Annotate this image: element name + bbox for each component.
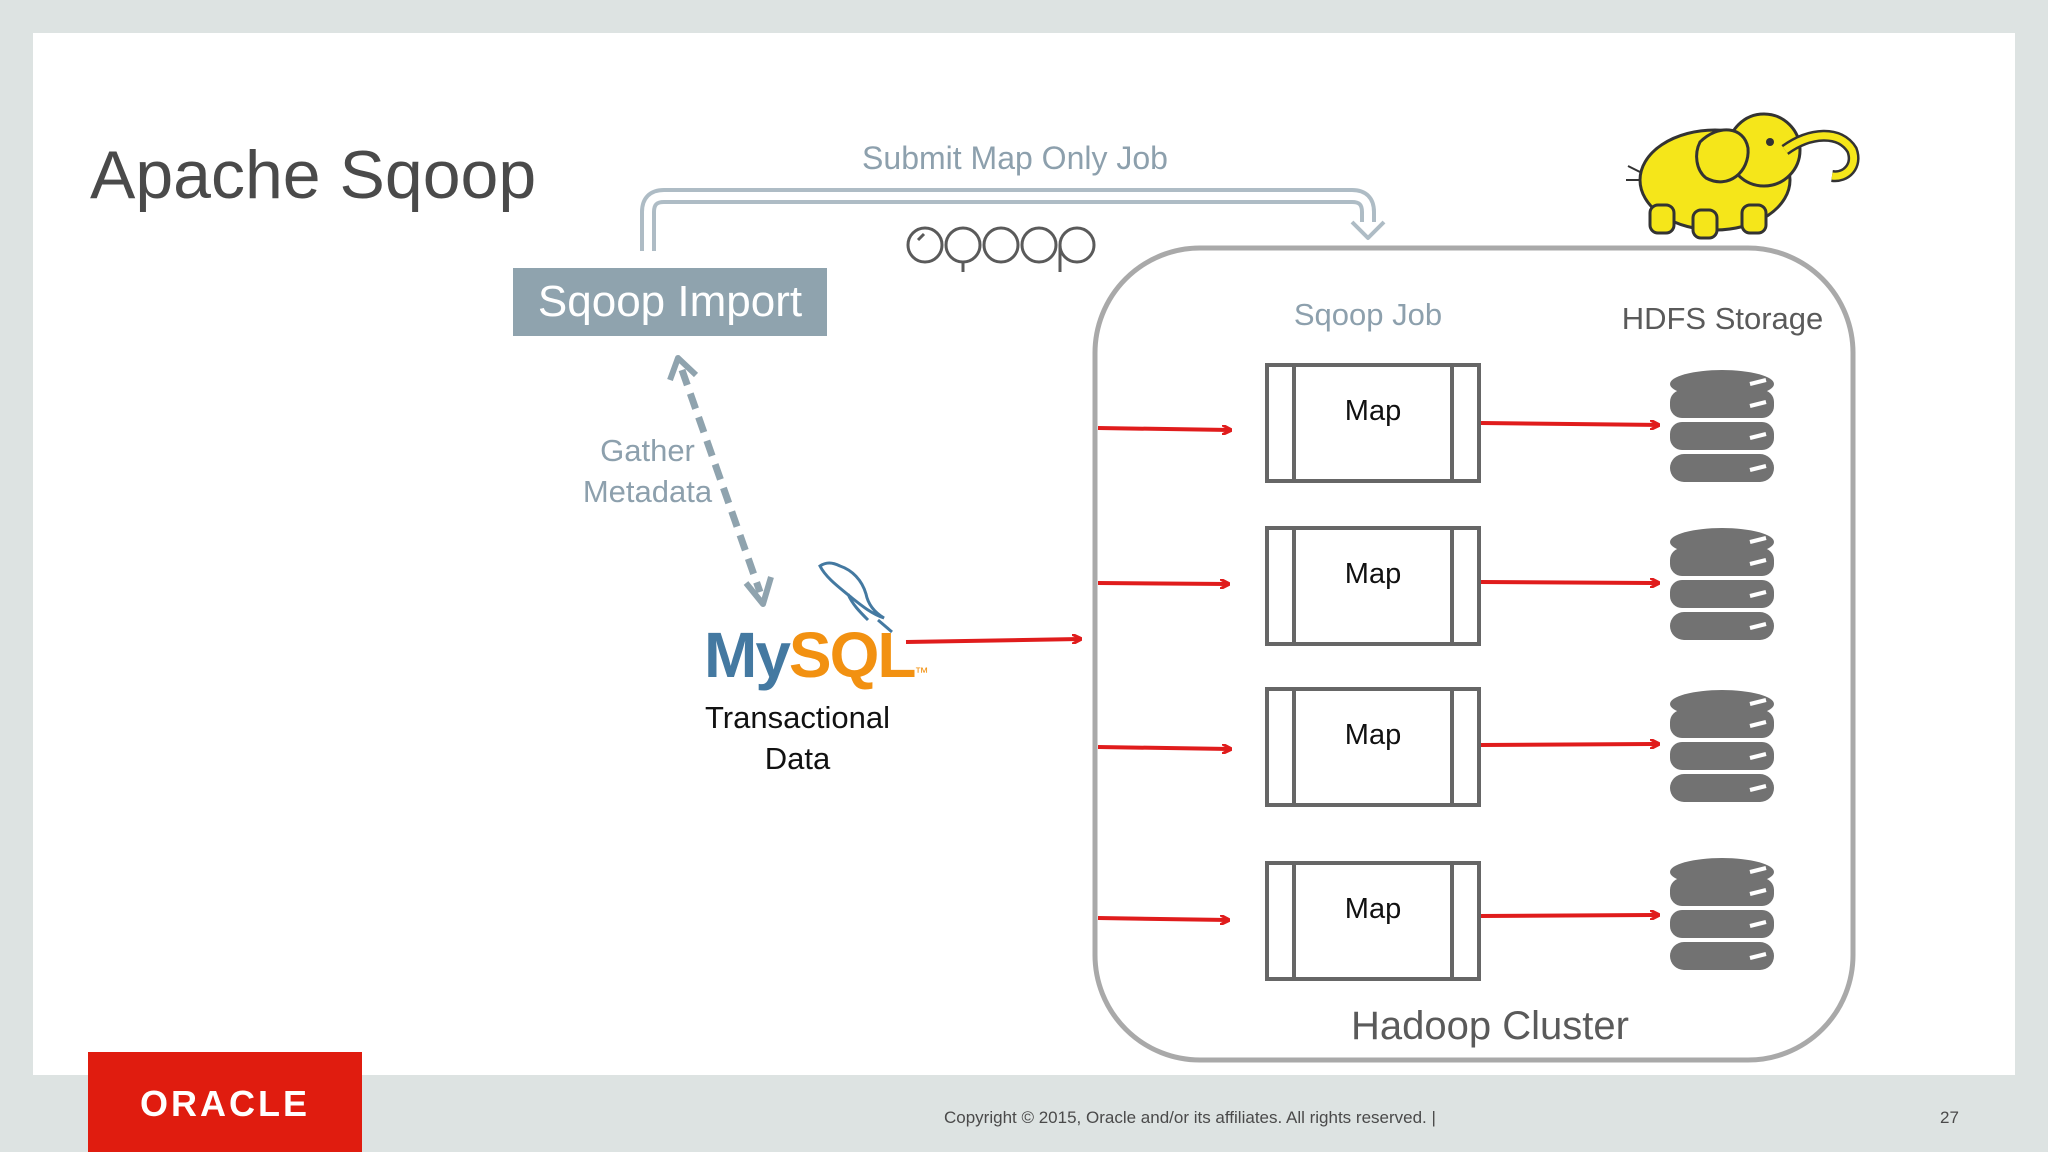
database-icon	[1670, 858, 1774, 970]
mysql-to-cluster-arrow	[905, 639, 1080, 642]
map-label: Map	[1344, 719, 1402, 751]
input-arrow	[1097, 583, 1228, 584]
map-box	[1265, 526, 1481, 646]
oracle-logo-text: ORACLE	[140, 1083, 310, 1124]
sqoop-logo-icon	[906, 226, 1096, 272]
sqoop-job-label: Sqoop Job	[1293, 297, 1443, 332]
map-box	[1265, 687, 1481, 807]
slide-title: Apache Sqoop	[90, 137, 537, 213]
input-arrow	[1097, 918, 1228, 920]
output-arrow	[1480, 423, 1658, 425]
page-number: 27	[1940, 1108, 1959, 1127]
hadoop-cluster-label: Hadoop Cluster	[1351, 1004, 1629, 1048]
hdfs-storage-label: HDFS Storage	[1621, 301, 1824, 336]
input-arrow	[1097, 428, 1230, 430]
mysql-logo: MySQL™	[704, 618, 928, 692]
hadoop-elephant-icon	[1626, 112, 1860, 240]
database-icon	[1670, 690, 1774, 802]
gather-metadata-label: Gather Metadata	[582, 433, 713, 509]
gather-metadata-arrow	[667, 355, 774, 607]
input-arrow	[1097, 747, 1230, 749]
map-box	[1265, 861, 1481, 981]
oracle-logo: ORACLE	[88, 1052, 362, 1152]
map-label: Map	[1344, 558, 1402, 590]
output-arrow	[1480, 582, 1658, 583]
map-label: Map	[1344, 395, 1402, 427]
map-label: Map	[1344, 893, 1402, 925]
output-arrow	[1480, 744, 1658, 745]
mysql-dolphin-icon	[818, 561, 893, 634]
transactional-data-label: Transactional Data	[705, 700, 890, 776]
output-arrow	[1480, 915, 1658, 916]
submit-job-label: Submit Map Only Job	[862, 140, 1168, 176]
database-icon	[1670, 370, 1774, 482]
mysql-logo-tm: ™	[914, 664, 928, 680]
copyright-text: Copyright © 2015, Oracle and/or its affi…	[944, 1108, 1436, 1127]
mysql-logo-my: My	[704, 619, 791, 691]
database-icon	[1670, 528, 1774, 640]
mysql-logo-sql: SQL	[788, 619, 917, 691]
sqoop-import-box: Sqoop Import	[513, 268, 827, 336]
map-box	[1265, 363, 1481, 483]
submit-job-arrow	[640, 188, 1386, 251]
